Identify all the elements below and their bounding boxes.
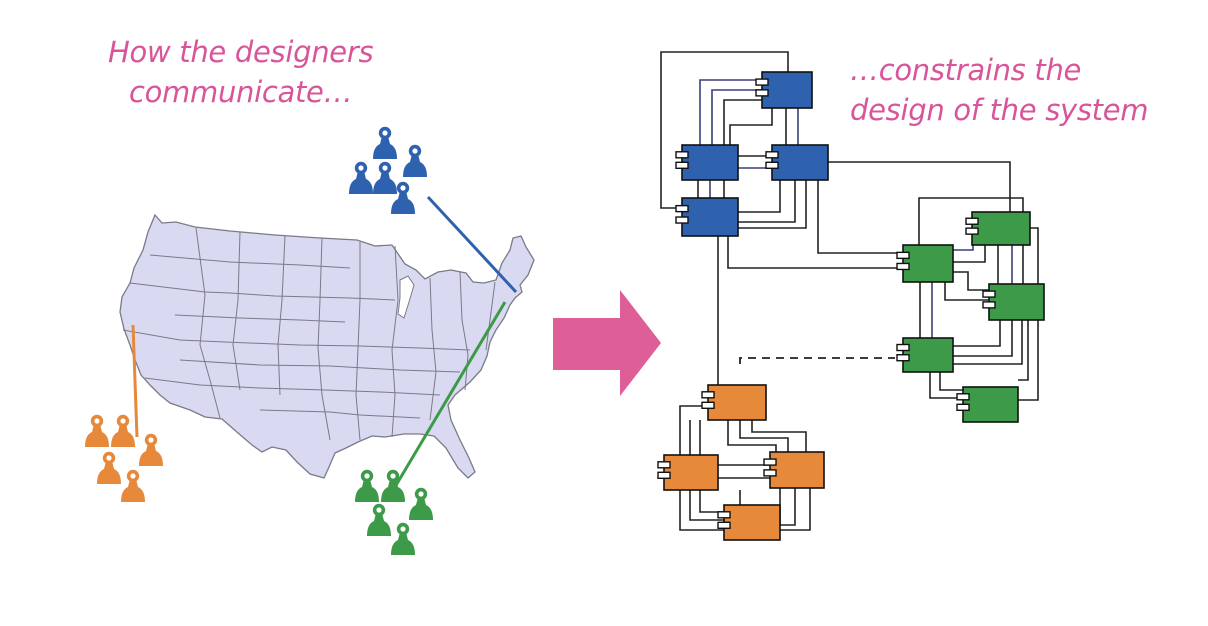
right-caption-line-2: design of the system (850, 93, 1149, 127)
uml-component-icon (675, 151, 689, 159)
uml-component-icon (657, 461, 671, 469)
left-caption-line-2: communicate… (128, 75, 353, 109)
great-lakes (397, 275, 415, 319)
right-caption: …constrains the design of the system (850, 50, 1149, 130)
person-marker-icon (85, 414, 109, 447)
person-marker-icon (373, 161, 397, 194)
uml-component-icon (982, 290, 996, 298)
uml-component-icon (675, 161, 689, 170)
uml-component-icon (701, 391, 715, 399)
person-marker-icon (349, 161, 373, 194)
uml-component-icon (717, 511, 731, 519)
person-marker-icon (111, 414, 135, 447)
uml-component-icon (657, 471, 671, 479)
uml-component-icon (675, 204, 689, 213)
uml-component-icon (965, 217, 979, 225)
uml-component-icon (755, 89, 769, 97)
uml-component-icon (896, 354, 910, 362)
us-map (119, 213, 535, 479)
green-component-1 (965, 211, 1031, 246)
orange-team-link (131, 324, 139, 438)
uml-component-icon (717, 521, 731, 529)
uml-component-icon (675, 216, 689, 224)
person-marker-icon (355, 469, 379, 502)
person-marker-icon (97, 451, 121, 484)
orange-component-4 (717, 504, 781, 541)
uml-component-icon (965, 227, 979, 235)
blue-component-2 (675, 144, 739, 181)
right-caption-line-1: …constrains the (850, 53, 1082, 87)
us-map-outline (119, 213, 535, 479)
green-team (355, 469, 433, 555)
orange-wiring (679, 405, 811, 531)
orange-component-2 (657, 454, 719, 491)
component-diagram (657, 71, 1045, 541)
uml-component-icon (763, 469, 777, 477)
blue-team-link (426, 195, 518, 294)
uml-component-icon (982, 301, 996, 309)
uml-component-icon (765, 161, 779, 170)
uml-component-icon (956, 393, 970, 401)
blue-team (349, 126, 427, 214)
green-component-3 (982, 283, 1045, 321)
left-caption: How the designers communicate… (108, 32, 374, 112)
uml-component-icon (765, 151, 779, 159)
uml-component-icon (956, 403, 970, 411)
green-component-5 (956, 386, 1019, 423)
person-marker-icon (391, 522, 415, 555)
person-marker-icon (403, 144, 427, 177)
person-marker-icon (373, 126, 397, 159)
blue-component-3 (765, 144, 829, 181)
person-marker-icon (367, 503, 391, 536)
uml-component-icon (896, 343, 910, 352)
uml-component-icon (755, 78, 769, 86)
orange-component-1 (701, 384, 767, 421)
person-marker-icon (121, 469, 145, 502)
uml-component-icon (763, 458, 777, 466)
person-marker-icon (139, 433, 163, 466)
blue-component-1 (755, 71, 813, 109)
uml-component-icon (701, 401, 715, 409)
uml-component-icon (896, 262, 910, 271)
dashed-dependency (739, 357, 895, 364)
uml-component-icon (896, 251, 910, 260)
blue-component-4 (675, 197, 739, 237)
green-wiring (918, 197, 1039, 401)
orange-team (85, 414, 163, 502)
orange-component-3 (763, 451, 825, 489)
green-component-4 (896, 337, 954, 373)
right-arrow-icon (553, 290, 661, 396)
left-caption-line-1: How the designers (108, 35, 374, 69)
green-component-2 (896, 244, 954, 283)
green-team-link (390, 301, 507, 493)
person-marker-icon (409, 487, 433, 520)
state-borders (122, 227, 496, 441)
